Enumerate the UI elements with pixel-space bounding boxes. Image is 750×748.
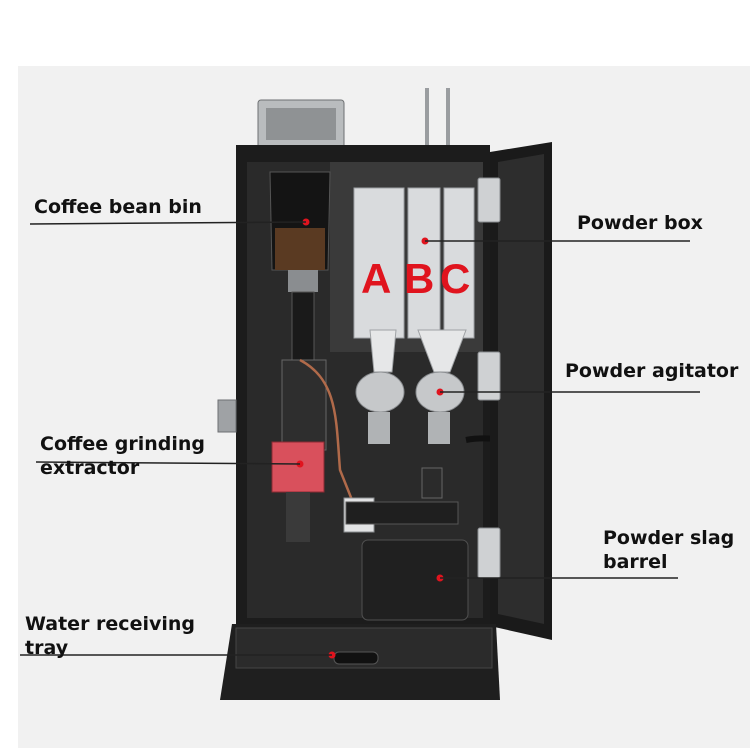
door-hinge-top — [477, 177, 501, 223]
label-water-tray-line2: tray — [25, 637, 69, 659]
label-coffee-grinding-extractor: Coffee grinding extractor — [40, 432, 205, 480]
label-water-tray-line1: Water receiving — [25, 613, 195, 635]
canister-c — [443, 187, 475, 339]
label-coffee-grinding-line1: Coffee grinding — [40, 433, 206, 455]
agitator-funnel-left — [369, 329, 397, 373]
bean-hopper-window — [266, 108, 336, 140]
canister-b — [407, 187, 441, 339]
brew-unit-frame — [281, 359, 327, 451]
door-inner-panel — [498, 154, 544, 624]
brew-hose — [299, 358, 354, 501]
label-coffee-bean-bin-text: Coffee bean bin — [34, 196, 202, 218]
agitator-outlet-right — [428, 412, 450, 444]
label-coffee-grinding-line2: extractor — [40, 457, 140, 479]
water-tray-drain-slot — [333, 651, 379, 665]
label-powder-box: Powder box — [577, 211, 703, 235]
agitator-funnel-right — [417, 329, 467, 373]
canister-letter-c: C — [440, 255, 470, 302]
coffee-beans — [275, 228, 325, 270]
agitator-mixer-left — [355, 371, 405, 413]
nozzle-2 — [446, 88, 450, 146]
label-coffee-bean-bin: Coffee bean bin — [34, 195, 202, 219]
nozzle-1 — [425, 88, 429, 146]
label-powder-agitator-text: Powder agitator — [565, 360, 739, 382]
brew-spring — [286, 492, 310, 542]
label-powder-box-text: Powder box — [577, 212, 703, 234]
door-hinge-middle — [477, 351, 501, 401]
leader-line-grinding-extractor — [35, 461, 301, 465]
label-powder-slag-line2: barrel — [603, 551, 668, 573]
slag-barrel-lid — [345, 501, 459, 525]
label-water-receiving-tray: Water receiving tray — [25, 612, 195, 660]
slag-barrel — [361, 539, 469, 621]
canister-letter-b: B — [404, 255, 434, 302]
grinder-neck — [288, 270, 318, 292]
agitator-outlet-left — [368, 412, 390, 444]
leader-line-bean-bin — [29, 221, 307, 225]
label-powder-agitator: Powder agitator — [565, 359, 738, 383]
door-hinge-bottom — [477, 527, 501, 579]
canister-letter-a: A — [361, 255, 391, 302]
label-powder-slag-line1: Powder slag — [603, 527, 735, 549]
grinding-extractor-block — [271, 441, 325, 493]
barrel-handle — [421, 467, 443, 499]
canister-a — [353, 187, 405, 339]
label-powder-slag-barrel: Powder slag barrel — [603, 526, 734, 574]
door-lock — [217, 399, 237, 433]
